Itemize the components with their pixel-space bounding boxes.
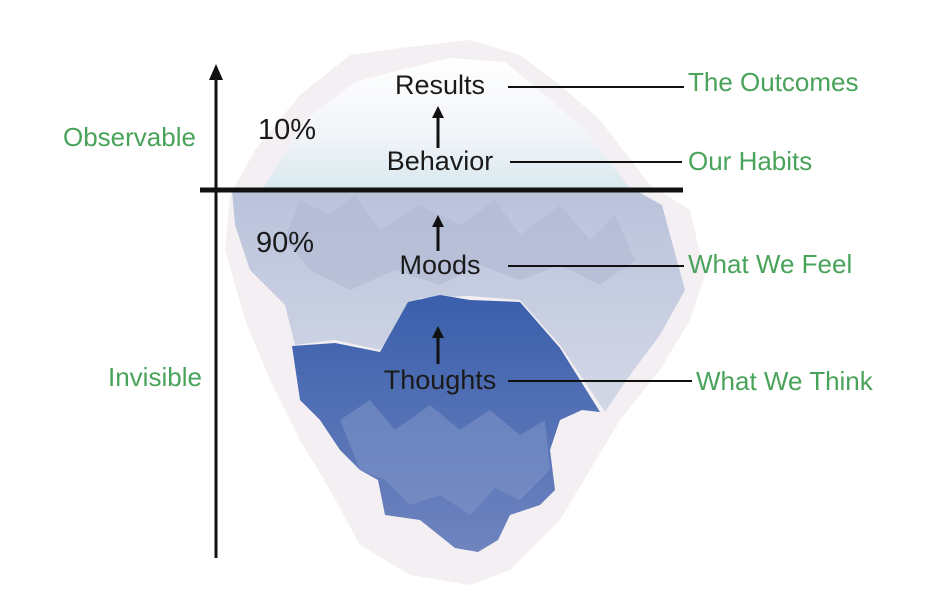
iceberg-tip (262, 58, 630, 190)
zone-label-observable: Observable (63, 122, 196, 152)
outcome-label-results: The Outcomes (688, 67, 859, 97)
axis-arrowhead (209, 64, 223, 80)
layer-label-results: Results (395, 70, 485, 100)
percent-below-waterline: 90% (256, 227, 314, 259)
arrow-moods-to-behavior (432, 215, 444, 251)
layer-label-moods: Moods (399, 250, 480, 280)
deep-ice-facets (340, 400, 550, 515)
outcome-label-thoughts: What We Think (696, 366, 874, 396)
outcome-label-behavior: Our Habits (688, 146, 812, 176)
outcome-label-moods: What We Feel (688, 249, 852, 279)
arrow-behavior-to-results (432, 106, 444, 148)
zone-label-invisible: Invisible (108, 362, 202, 392)
layer-label-behavior: Behavior (387, 146, 494, 176)
arrow-thoughts-to-moods (432, 326, 444, 364)
layer-label-thoughts: Thoughts (384, 365, 497, 395)
percent-above-waterline: 10% (258, 114, 316, 146)
